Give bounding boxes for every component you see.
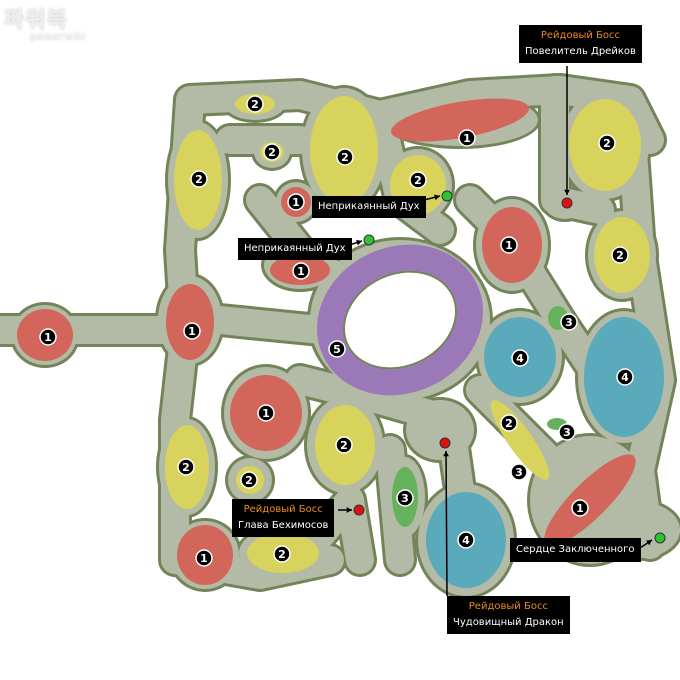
zone-number-badge	[336, 148, 354, 166]
zone-number: 2	[603, 137, 611, 150]
zone-number: 1	[297, 265, 305, 278]
label-name: Сердце Заключенного	[516, 544, 635, 555]
zone-number-badge	[558, 423, 576, 441]
label-type: Рейдовый Босс	[243, 504, 323, 515]
zone-number-badge	[598, 134, 616, 152]
zone-number: 1	[200, 552, 208, 565]
zone-number-badge	[396, 489, 414, 507]
npc-marker	[363, 234, 375, 246]
center-void	[342, 270, 458, 370]
zone-number: 2	[245, 474, 253, 487]
zone-number-badge	[500, 236, 518, 254]
arrow-head-icon	[564, 189, 570, 195]
zone-number: 1	[463, 132, 471, 145]
zone-number: 2	[341, 151, 349, 164]
logo-english: powerwiki	[30, 30, 86, 43]
zone-number: 1	[262, 407, 270, 420]
arrow-head-icon	[434, 194, 440, 201]
zone-1-area	[544, 454, 636, 546]
zone-number: 1	[505, 239, 513, 252]
zone-number-badge	[257, 404, 275, 422]
arrow-head-icon	[646, 540, 652, 546]
zone-number-badge	[616, 368, 634, 386]
zone-number: 2	[278, 548, 286, 561]
zone-number: 3	[401, 492, 409, 505]
zone-number: 4	[516, 352, 524, 365]
arrow-head-icon	[356, 239, 362, 246]
zone-number: 3	[563, 426, 571, 439]
zone-number-badge	[335, 436, 353, 454]
zone-number-badge	[287, 193, 305, 211]
zone-number: 2	[505, 417, 513, 430]
zone-number: 1	[44, 331, 52, 344]
boss-marker	[439, 437, 451, 449]
cave-chamber	[406, 400, 474, 460]
label-name: Глава Бехимосов	[238, 520, 329, 531]
zone-1-area	[166, 284, 214, 360]
zone-number: 2	[268, 146, 276, 159]
boss-marker	[561, 197, 573, 209]
zone-number-badge	[500, 414, 518, 432]
zone-number-badge	[292, 262, 310, 280]
zone-number: 2	[616, 249, 624, 262]
zone-number: 3	[515, 466, 523, 479]
label-type: Рейдовый Босс	[468, 601, 548, 612]
zone-number-badge	[273, 545, 291, 563]
zone-number: 2	[414, 174, 422, 187]
label-wandering-spirit-2[interactable]: Неприкаянный Дух	[238, 238, 352, 260]
zone-number: 4	[462, 534, 470, 547]
powerwiki-logo: 파워북 powerwiki	[4, 2, 85, 43]
zone-number: 1	[188, 325, 196, 338]
zone-number-badge	[458, 129, 476, 147]
zone-number-badge	[246, 95, 264, 113]
zone-number-badge	[190, 170, 208, 188]
zone-number: 2	[251, 98, 259, 111]
logo-korean: 파워북	[4, 8, 68, 33]
boss-marker	[353, 504, 365, 516]
zone-number-badge	[177, 458, 195, 476]
zone-number: 2	[340, 439, 348, 452]
npc-marker	[654, 532, 666, 544]
arrow-head-icon	[346, 507, 352, 513]
zone-number-badge	[560, 313, 578, 331]
npc-marker	[441, 190, 453, 202]
zone-number: 1	[576, 502, 584, 515]
zone-number-badge	[183, 322, 201, 340]
zone-number-badge	[511, 349, 529, 367]
zone-number: 1	[292, 196, 300, 209]
zone-number: 2	[195, 173, 203, 186]
label-name: Неприкаянный Дух	[318, 201, 420, 212]
zone-number-badge	[195, 549, 213, 567]
label-type: Рейдовый Босс	[540, 30, 621, 41]
zone-number: 4	[621, 371, 629, 384]
zone-1-area	[390, 98, 530, 142]
zone-number-badge	[263, 143, 281, 161]
zone-number-badge	[571, 499, 589, 517]
zone-number: 3	[565, 316, 573, 329]
zone-number-badge	[409, 171, 427, 189]
label-name: Повелитель Дрейков	[525, 46, 636, 57]
zone-number-badge	[510, 463, 528, 481]
arrow-head-icon	[443, 451, 449, 457]
zone-number: 2	[182, 461, 190, 474]
zone-number: 5	[333, 343, 341, 356]
label-name: Неприкаянный Дух	[244, 243, 346, 254]
zone-number-badge	[328, 340, 346, 358]
zone-number-badge	[457, 531, 475, 549]
zone-number-badge	[39, 328, 57, 346]
zone-number-badge	[611, 246, 629, 264]
label-heart[interactable]: Сердце Заключенного	[510, 538, 641, 562]
label-name: Чудовищный Дракон	[453, 617, 564, 628]
label-wandering-spirit-1[interactable]: Неприкаянный Дух	[312, 196, 426, 218]
cave-corridor	[206, 306, 334, 344]
zone-number-badge	[240, 471, 258, 489]
pointer-line	[445, 450, 448, 597]
